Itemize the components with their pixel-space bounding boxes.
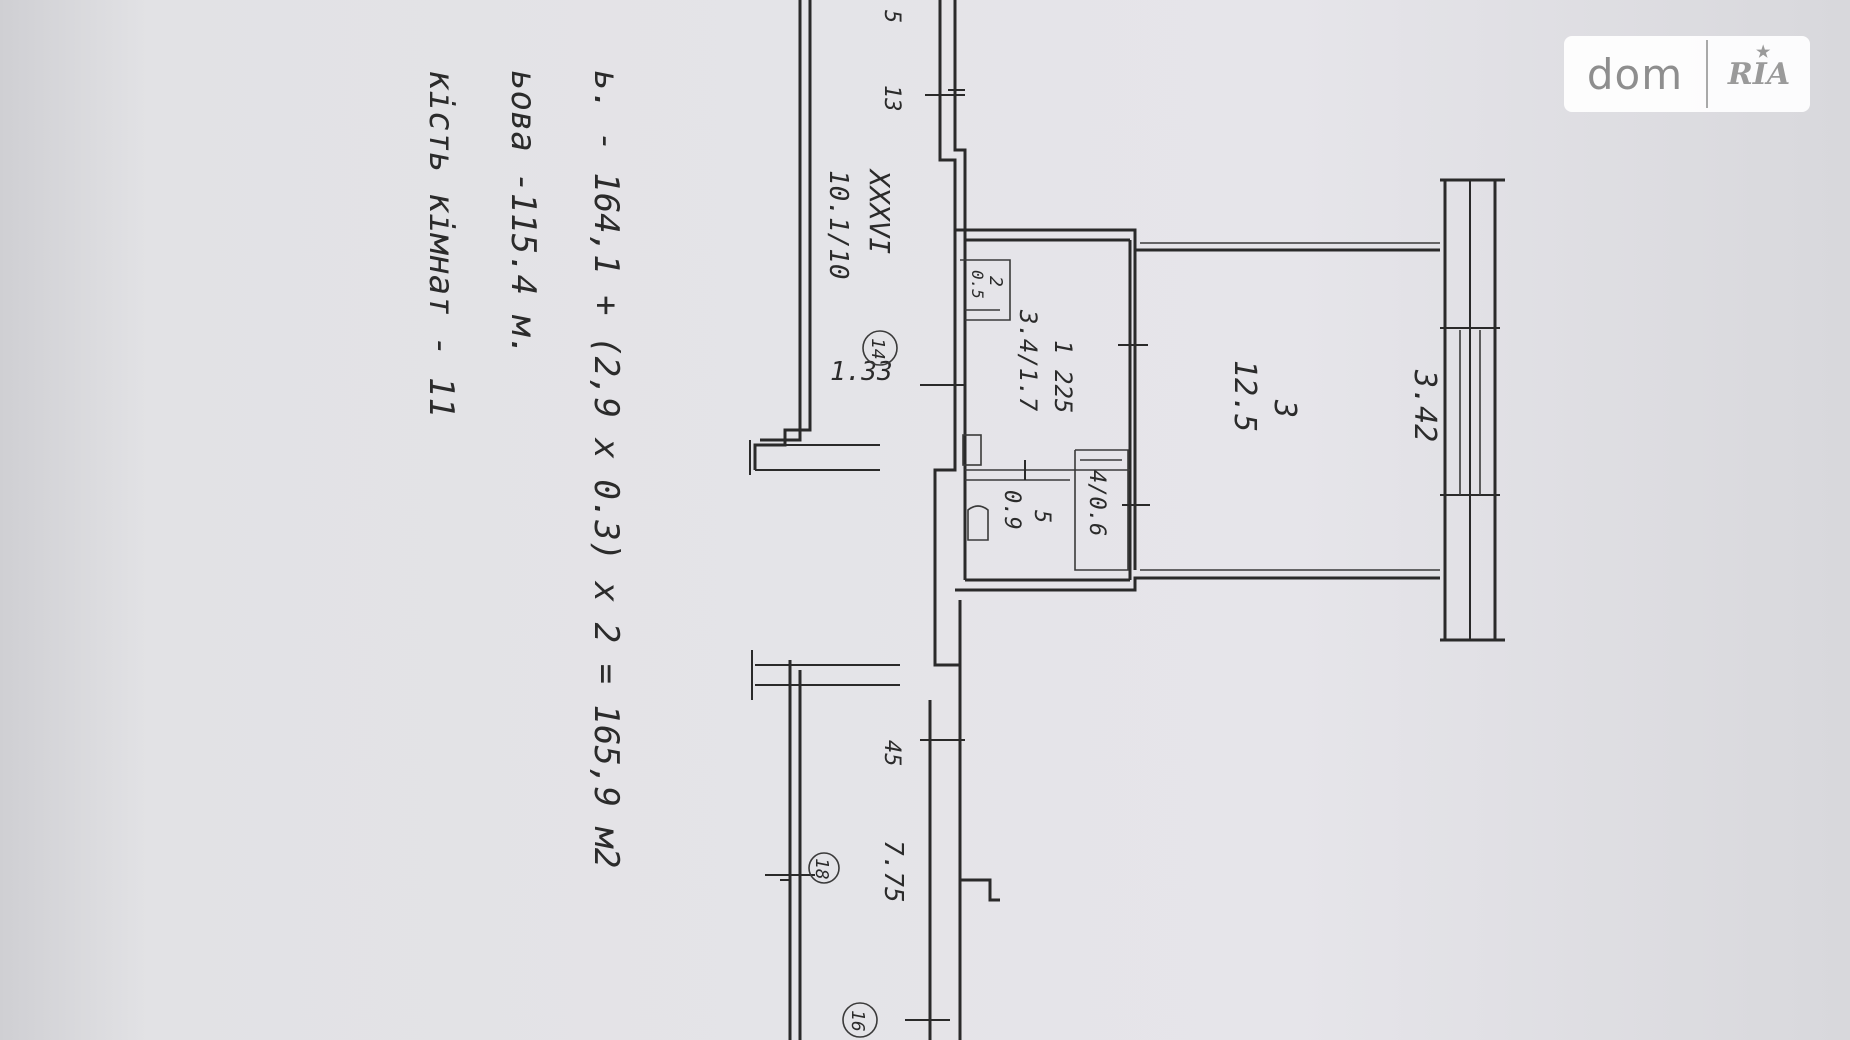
star-icon: ★ [1756, 42, 1771, 61]
svg-text:3.42: 3.42 [1407, 369, 1442, 442]
hall-label: XXXVI 10.1/10 [823, 168, 896, 280]
note-line-3: кість кімнат - 11 [421, 70, 461, 418]
room-4-label: 4/0.6 [1084, 470, 1109, 536]
svg-text:XXXVI: XXXVI [863, 168, 896, 254]
svg-text:10.1/10: 10.1/10 [823, 170, 853, 280]
circle-16: 16 [842, 1002, 878, 1038]
dimension-45: 45 [879, 740, 904, 767]
room-3-label: 3 12.5 [1227, 360, 1302, 432]
svg-text:13: 13 [879, 85, 904, 112]
dimension-13: 13 [879, 85, 904, 112]
spine-walls [905, 0, 1000, 1040]
svg-text:225: 225 [1049, 370, 1077, 413]
dimension-5: 5 [879, 10, 904, 23]
svg-text:7.75: 7.75 [878, 840, 908, 903]
room-5-label: 5 0.9 [999, 490, 1054, 530]
note-line-2: ьова -115.4 м. [503, 70, 543, 357]
svg-text:18: 18 [811, 858, 832, 880]
room-1-label: 1 3.4/1.7 [1014, 309, 1077, 412]
circle-18: 18 [808, 852, 840, 884]
dimension-225: 225 [1049, 370, 1077, 413]
svg-text:3: 3 [1267, 399, 1302, 418]
svg-text:3.4/1.7: 3.4/1.7 [1014, 309, 1042, 412]
svg-text:ьова -115.4 м.: ьова -115.4 м. [503, 70, 543, 357]
note-line-1: ь. - 164,1 + (2,9 x 0.3) x 2 = 165,9 м2 [586, 70, 626, 868]
svg-text:16: 16 [847, 1010, 868, 1032]
dimension-342: 3.42 [1407, 369, 1442, 442]
svg-text:12.5: 12.5 [1227, 360, 1262, 432]
dimension-133: 1.33 [830, 357, 893, 387]
svg-text:0.9: 0.9 [999, 490, 1024, 530]
svg-text:1.33: 1.33 [830, 357, 893, 387]
svg-text:ь. - 164,1 + (2,9 x 0.3) x 2 =: ь. - 164,1 + (2,9 x 0.3) x 2 = 165,9 м2 [586, 70, 626, 868]
svg-text:0.5: 0.5 [968, 270, 987, 299]
svg-text:45: 45 [879, 740, 904, 767]
apartment-walls [955, 228, 1440, 592]
circle-14: 14 [862, 330, 898, 366]
svg-text:4/0.6: 4/0.6 [1084, 470, 1109, 536]
svg-text:2: 2 [985, 276, 1006, 287]
watermark-divider [1706, 40, 1708, 108]
watermark-ria-logo: ★ RIA [1708, 36, 1810, 112]
outer-wall [1440, 178, 1505, 642]
domria-watermark: dom ★ RIA [1564, 36, 1810, 112]
svg-text:кість кімнат - 11: кість кімнат - 11 [421, 70, 461, 418]
svg-text:1: 1 [1049, 340, 1077, 354]
corridor-walls [749, 0, 900, 1040]
toilet-icon [967, 505, 989, 541]
svg-text:5: 5 [879, 10, 904, 23]
watermark-ria-text: RIA [1727, 56, 1791, 92]
watermark-dom-text: dom [1586, 49, 1684, 99]
svg-text:5: 5 [1029, 510, 1054, 523]
room-2-label: 2 0.5 [968, 270, 1006, 299]
svg-text:14: 14 [867, 338, 888, 360]
dimension-775: 7.75 [878, 840, 908, 903]
